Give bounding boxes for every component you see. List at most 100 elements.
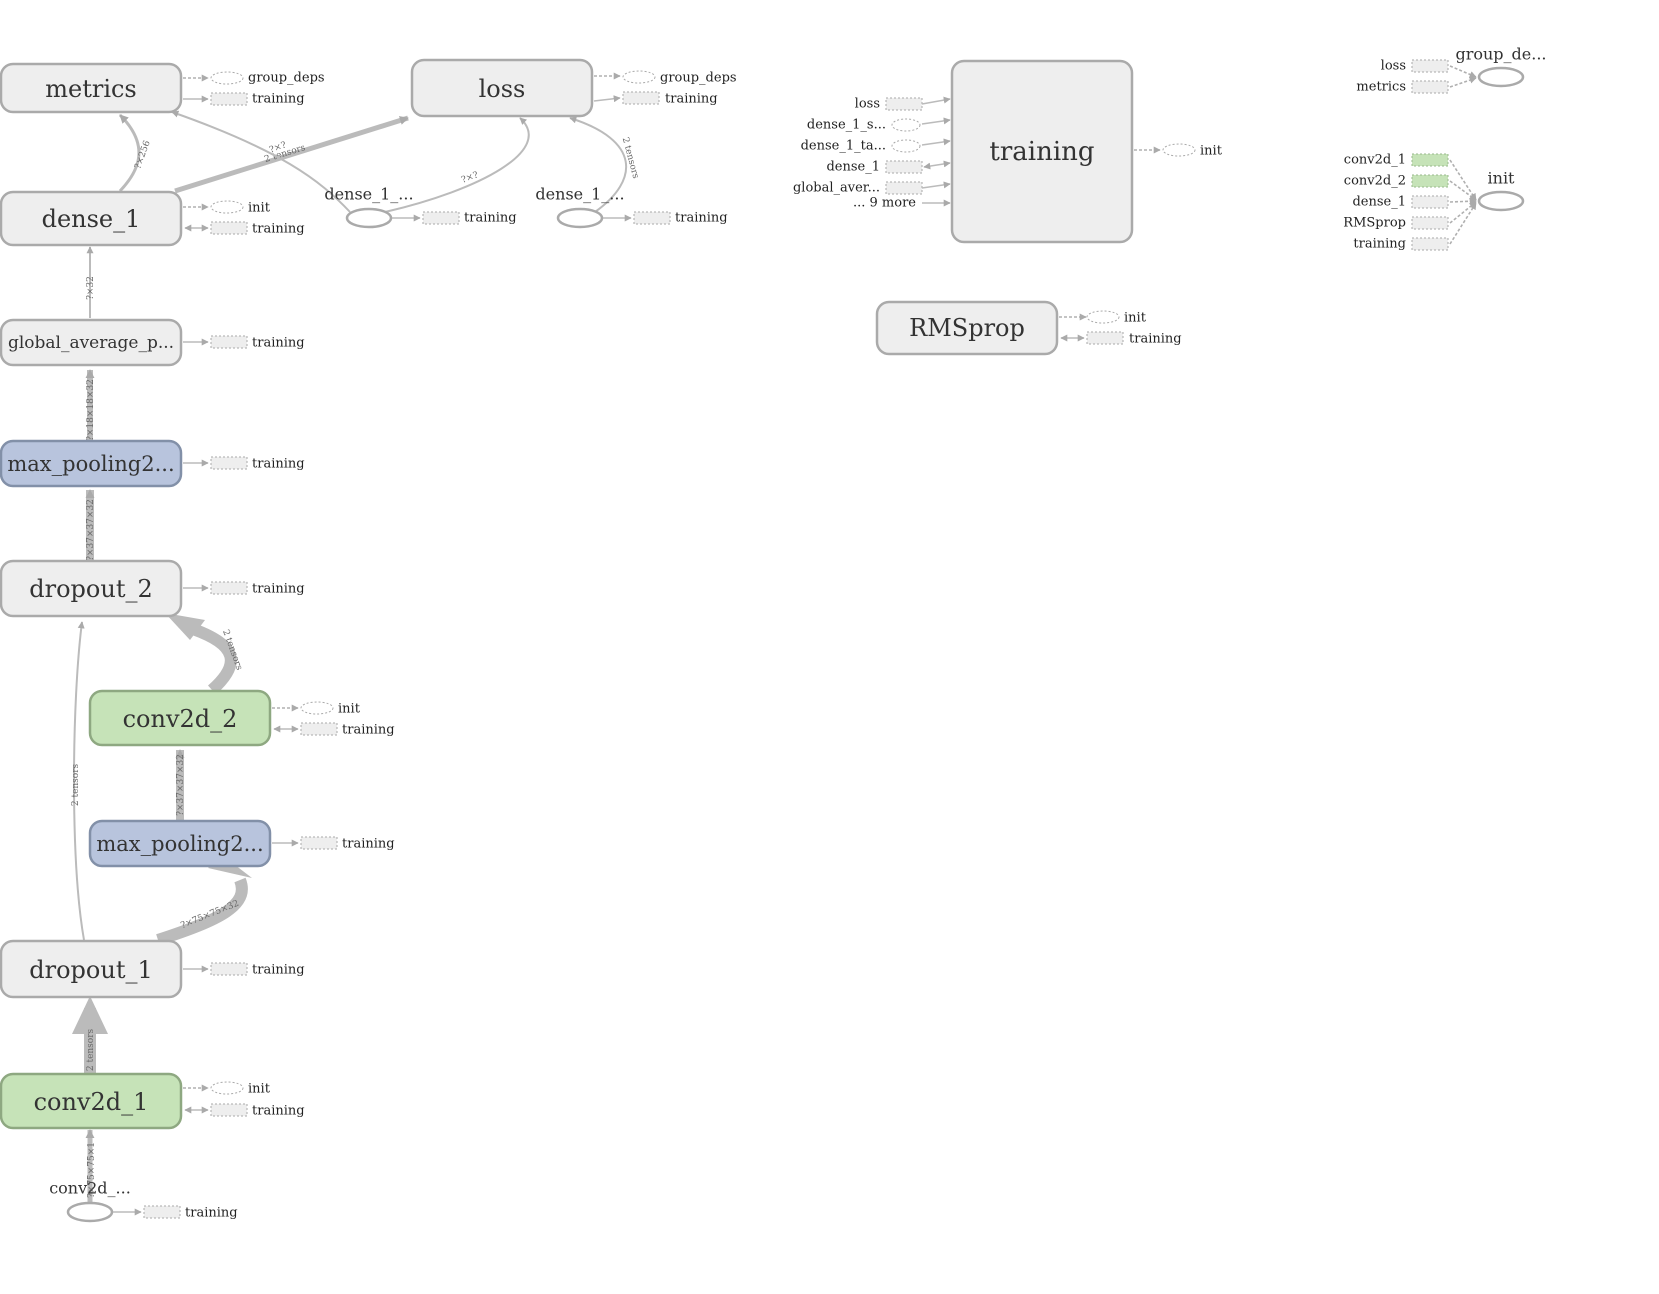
node-global-average-pooling-label: global_average_p... xyxy=(8,333,174,353)
init-input-4-label: training xyxy=(1353,237,1406,252)
aux-max-pooling-b-training: training xyxy=(272,836,395,852)
edge-dense-1-metrics xyxy=(118,113,141,193)
edge-label-gap-dense-1: ?×32 xyxy=(86,276,96,300)
node-dropout-2[interactable]: dropout_2 xyxy=(0,559,183,618)
edge-label-conv2d-1-dropout-1: 2 tensors xyxy=(86,1028,96,1071)
edge-label-dropout-2-max-pooling-a: ?×37×37×32 xyxy=(86,499,96,561)
node-dense-1-op-b[interactable]: dense_1_... xyxy=(535,185,625,229)
node-init[interactable]: init xyxy=(1477,169,1525,212)
aux-dropout-2-training-label: training xyxy=(252,582,305,597)
aux-dropout-2-training: training xyxy=(183,581,305,597)
edge-op-b-loss xyxy=(569,116,628,213)
node-metrics-label: metrics xyxy=(45,75,137,103)
aux-max-pooling-a-training-label: training xyxy=(252,457,305,472)
node-max-pooling-b[interactable]: max_pooling2... xyxy=(88,819,272,868)
aux-conv2d-2-init: init xyxy=(272,701,361,717)
edge-conv2d-2-dropout-2 xyxy=(188,622,237,695)
training-input-3-label: dense_1 xyxy=(826,160,880,175)
node-dropout-2-label: dropout_2 xyxy=(29,575,152,603)
aux-rmsprop-training: training xyxy=(1060,331,1182,347)
training-input-1: dense_1_s... xyxy=(807,117,951,133)
init-input-1-label: conv2d_2 xyxy=(1344,174,1406,189)
aux-dropout-1-training: training xyxy=(183,962,305,978)
edge-label-op-a-loss: ?×? xyxy=(460,170,480,185)
aux-max-pooling-a-training: training xyxy=(183,456,305,472)
training-input-4: global_aver... xyxy=(793,181,951,196)
node-dense-1[interactable]: dense_1 xyxy=(0,190,183,247)
node-conv2d-input-label: conv2d_... xyxy=(49,1179,131,1198)
training-input-0-label: loss xyxy=(855,97,880,112)
node-dense-1-label: dense_1 xyxy=(42,205,141,233)
edge-dense-1-loss xyxy=(174,115,409,194)
aux-max-pooling-b-training-label: training xyxy=(342,837,395,852)
node-dropout-1[interactable]: dropout_1 xyxy=(0,939,183,999)
aux-conv2d-1-init: init xyxy=(183,1081,271,1097)
aux-op-a-training-label: training xyxy=(464,211,517,226)
training-input-2: dense_1_ta... xyxy=(801,138,951,154)
training-input-more[interactable]: ... 9 more xyxy=(853,196,951,211)
aux-op-b-training-label: training xyxy=(675,211,728,226)
aux-gap-training-label: training xyxy=(252,336,305,351)
node-dense-1-op-a[interactable]: dense_1_... xyxy=(324,185,414,229)
edge-arrowhead-conv2d-1-dropout-1 xyxy=(72,996,108,1034)
node-conv2d-1[interactable]: conv2d_1 xyxy=(0,1072,183,1130)
node-conv2d-2[interactable]: conv2d_2 xyxy=(88,689,272,747)
aux-conv2d-input-training-label: training xyxy=(185,1206,238,1221)
training-input-1-label: dense_1_s... xyxy=(807,118,886,133)
node-max-pooling-a[interactable]: max_pooling2... xyxy=(0,439,183,488)
aux-gap-training: training xyxy=(183,335,305,351)
group-deps-input-1-label: metrics xyxy=(1356,80,1406,95)
aux-training-init: init xyxy=(1134,143,1223,159)
node-dense-1-op-b-label: dense_1_... xyxy=(535,185,624,204)
node-group-deps[interactable]: group_de... xyxy=(1455,45,1547,88)
node-group-deps-label: group_de... xyxy=(1455,45,1546,64)
edge-dropout-1-max-pooling-b xyxy=(156,877,248,946)
aux-dense-1-training-label: training xyxy=(252,222,305,237)
aux-dense-1-training: training xyxy=(184,221,305,237)
aux-conv2d-1-training-label: training xyxy=(252,1104,305,1119)
aux-conv2d-1-training: training xyxy=(184,1103,305,1119)
node-conv2d-input[interactable]: conv2d_... xyxy=(49,1179,131,1223)
init-input-3-label: RMSprop xyxy=(1343,216,1406,231)
edge-label-dropout-1-dropout-2: 2 tensors xyxy=(71,763,81,806)
node-loss[interactable]: loss xyxy=(410,58,594,118)
edge-arrowhead-conv2d-2-dropout-2 xyxy=(165,613,205,640)
training-input-0: loss xyxy=(855,97,951,112)
aux-training-init-label: init xyxy=(1200,144,1223,159)
aux-dense-1-init: init xyxy=(183,200,271,216)
aux-loss-group-deps: group_deps xyxy=(594,70,737,86)
edge-label-max-pooling-a-gap: ?×18×18×32 xyxy=(86,379,96,441)
aux-loss-training: training xyxy=(593,91,718,107)
node-loss-label: loss xyxy=(479,75,526,103)
node-dense-1-op-a-label: dense_1_... xyxy=(324,185,413,204)
aux-conv2d-2-init-label: init xyxy=(338,702,361,717)
node-max-pooling-a-label: max_pooling2... xyxy=(7,452,174,476)
node-training-label: training xyxy=(989,137,1094,167)
group-deps-input-0-label: loss xyxy=(1381,59,1406,74)
aux-metrics-training-label: training xyxy=(252,92,305,107)
node-metrics[interactable]: metrics xyxy=(0,62,183,114)
aux-metrics-group-deps-label: group_deps xyxy=(248,71,325,86)
node-global-average-pooling[interactable]: global_average_p... xyxy=(0,318,183,367)
training-input-4-label: global_aver... xyxy=(793,181,880,196)
init-input-2: dense_1 xyxy=(1352,195,1477,210)
edge-label-input-conv2d-1: ?×75×75×1 xyxy=(87,1142,97,1198)
node-rmsprop[interactable]: RMSprop xyxy=(875,300,1059,356)
aux-dropout-1-training-label: training xyxy=(252,963,305,978)
training-input-3: dense_1 xyxy=(826,160,951,175)
init-input-2-label: dense_1 xyxy=(1352,195,1406,210)
aux-rmsprop-init-label: init xyxy=(1124,311,1147,326)
edge-label-max-pooling-b-conv2d-2: ?×37×37×32 xyxy=(176,754,186,816)
training-more-label[interactable]: ... 9 more xyxy=(853,196,916,211)
aux-op-b-training: training xyxy=(603,211,728,226)
edge-label-op-b-loss: 2 tensors xyxy=(620,136,641,180)
aux-loss-training-label: training xyxy=(665,92,718,107)
node-training[interactable]: training xyxy=(950,59,1134,244)
init-input-1: conv2d_2 xyxy=(1344,174,1477,201)
init-input-0: conv2d_1 xyxy=(1344,153,1477,201)
node-conv2d-2-label: conv2d_2 xyxy=(123,705,238,733)
node-init-label: init xyxy=(1488,169,1516,188)
node-conv2d-1-label: conv2d_1 xyxy=(34,1088,149,1116)
aux-conv2d-2-training-label: training xyxy=(342,723,395,738)
